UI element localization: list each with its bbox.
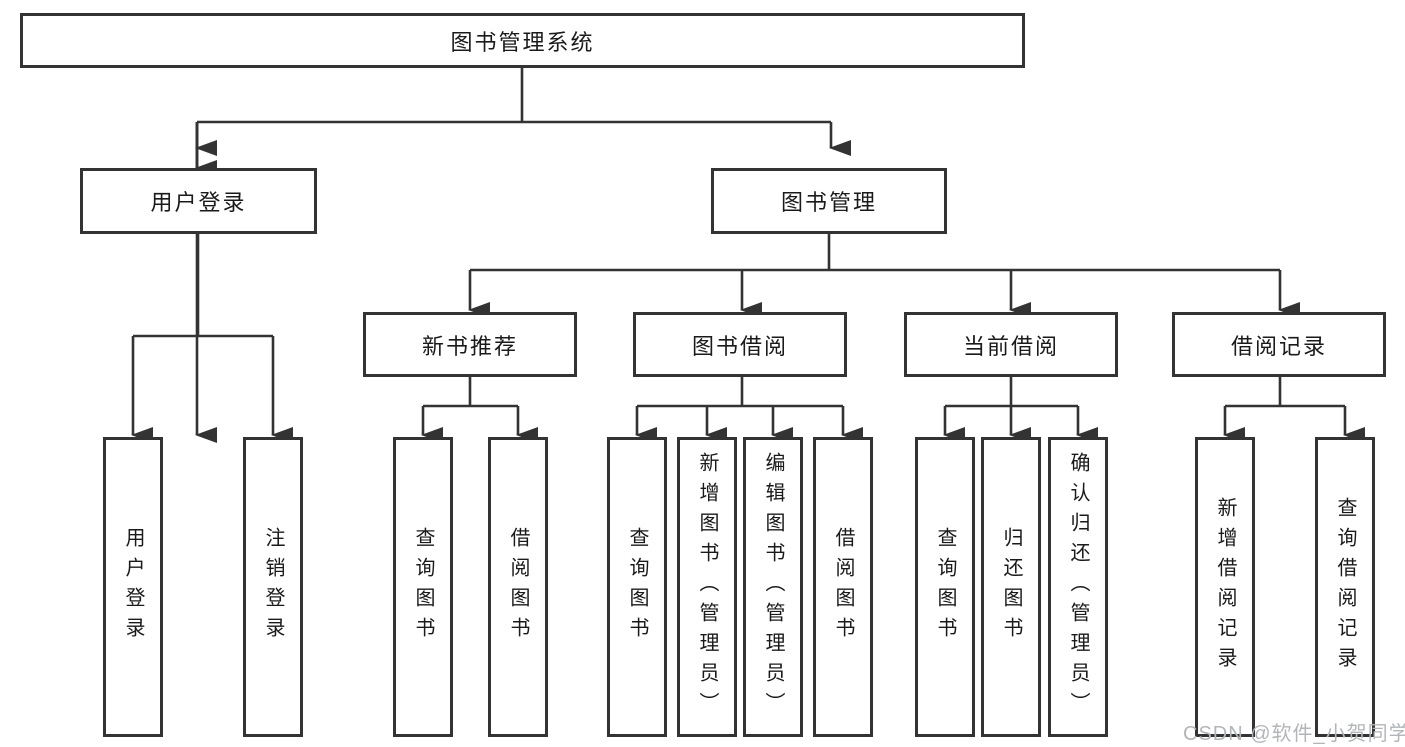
node-label: 用户登录 bbox=[122, 527, 144, 647]
node-label: 新书推荐 bbox=[421, 333, 518, 359]
node-label: 编辑图书（管理员） bbox=[762, 452, 784, 722]
node-label: 图书管理系统 bbox=[450, 29, 595, 55]
node-label: 注销登录 bbox=[262, 527, 284, 647]
node-label: 查询图书 bbox=[934, 527, 956, 647]
node-query-books-borrow: 查询图书 bbox=[607, 437, 667, 737]
node-label: 用户登录 bbox=[150, 190, 247, 215]
node-borrow-books: 借阅图书 bbox=[813, 437, 873, 737]
node-label: 确认归还（管理员） bbox=[1067, 452, 1089, 722]
node-borrowing-records: 借阅记录 bbox=[1172, 312, 1386, 377]
node-book-management: 图书管理 bbox=[711, 168, 947, 234]
node-label: 归还图书 bbox=[1000, 527, 1022, 647]
node-user-login: 用户登录 bbox=[80, 168, 317, 234]
node-confirm-return-admin: 确认归还（管理员） bbox=[1048, 437, 1108, 737]
node-label: 查询图书 bbox=[626, 527, 648, 647]
node-add-books-admin: 新增图书（管理员） bbox=[677, 437, 737, 737]
node-label: 借阅图书 bbox=[507, 527, 529, 647]
node-logout: 注销登录 bbox=[243, 437, 303, 737]
node-query-books-recommend: 查询图书 bbox=[393, 437, 453, 737]
node-label: 图书借阅 bbox=[691, 333, 788, 359]
node-book-borrowing: 图书借阅 bbox=[633, 312, 847, 377]
node-label: 借阅图书 bbox=[832, 527, 854, 647]
node-label: 借阅记录 bbox=[1230, 333, 1327, 359]
node-root-library-system: 图书管理系统 bbox=[20, 13, 1025, 68]
node-return-books: 归还图书 bbox=[981, 437, 1041, 737]
node-new-book-recommendation: 新书推荐 bbox=[363, 312, 577, 377]
node-edit-books-admin: 编辑图书（管理员） bbox=[743, 437, 803, 737]
node-query-books-current: 查询图书 bbox=[915, 437, 975, 737]
node-label: 图书管理 bbox=[780, 190, 877, 215]
node-borrow-books-recommend: 借阅图书 bbox=[488, 437, 548, 737]
node-label: 当前借阅 bbox=[962, 333, 1059, 359]
node-label: 查询图书 bbox=[412, 527, 434, 647]
csdn-watermark: CSDN @软件_小贺同学 bbox=[1183, 723, 1405, 745]
node-add-borrow-record: 新增借阅记录 bbox=[1195, 437, 1255, 737]
node-current-borrowing: 当前借阅 bbox=[904, 312, 1118, 377]
node-label: 查询借阅记录 bbox=[1334, 497, 1356, 677]
node-user-login-leaf: 用户登录 bbox=[103, 437, 163, 737]
node-label: 新增借阅记录 bbox=[1214, 497, 1236, 677]
node-label: 新增图书（管理员） bbox=[696, 452, 718, 722]
node-query-borrow-record: 查询借阅记录 bbox=[1315, 437, 1375, 737]
